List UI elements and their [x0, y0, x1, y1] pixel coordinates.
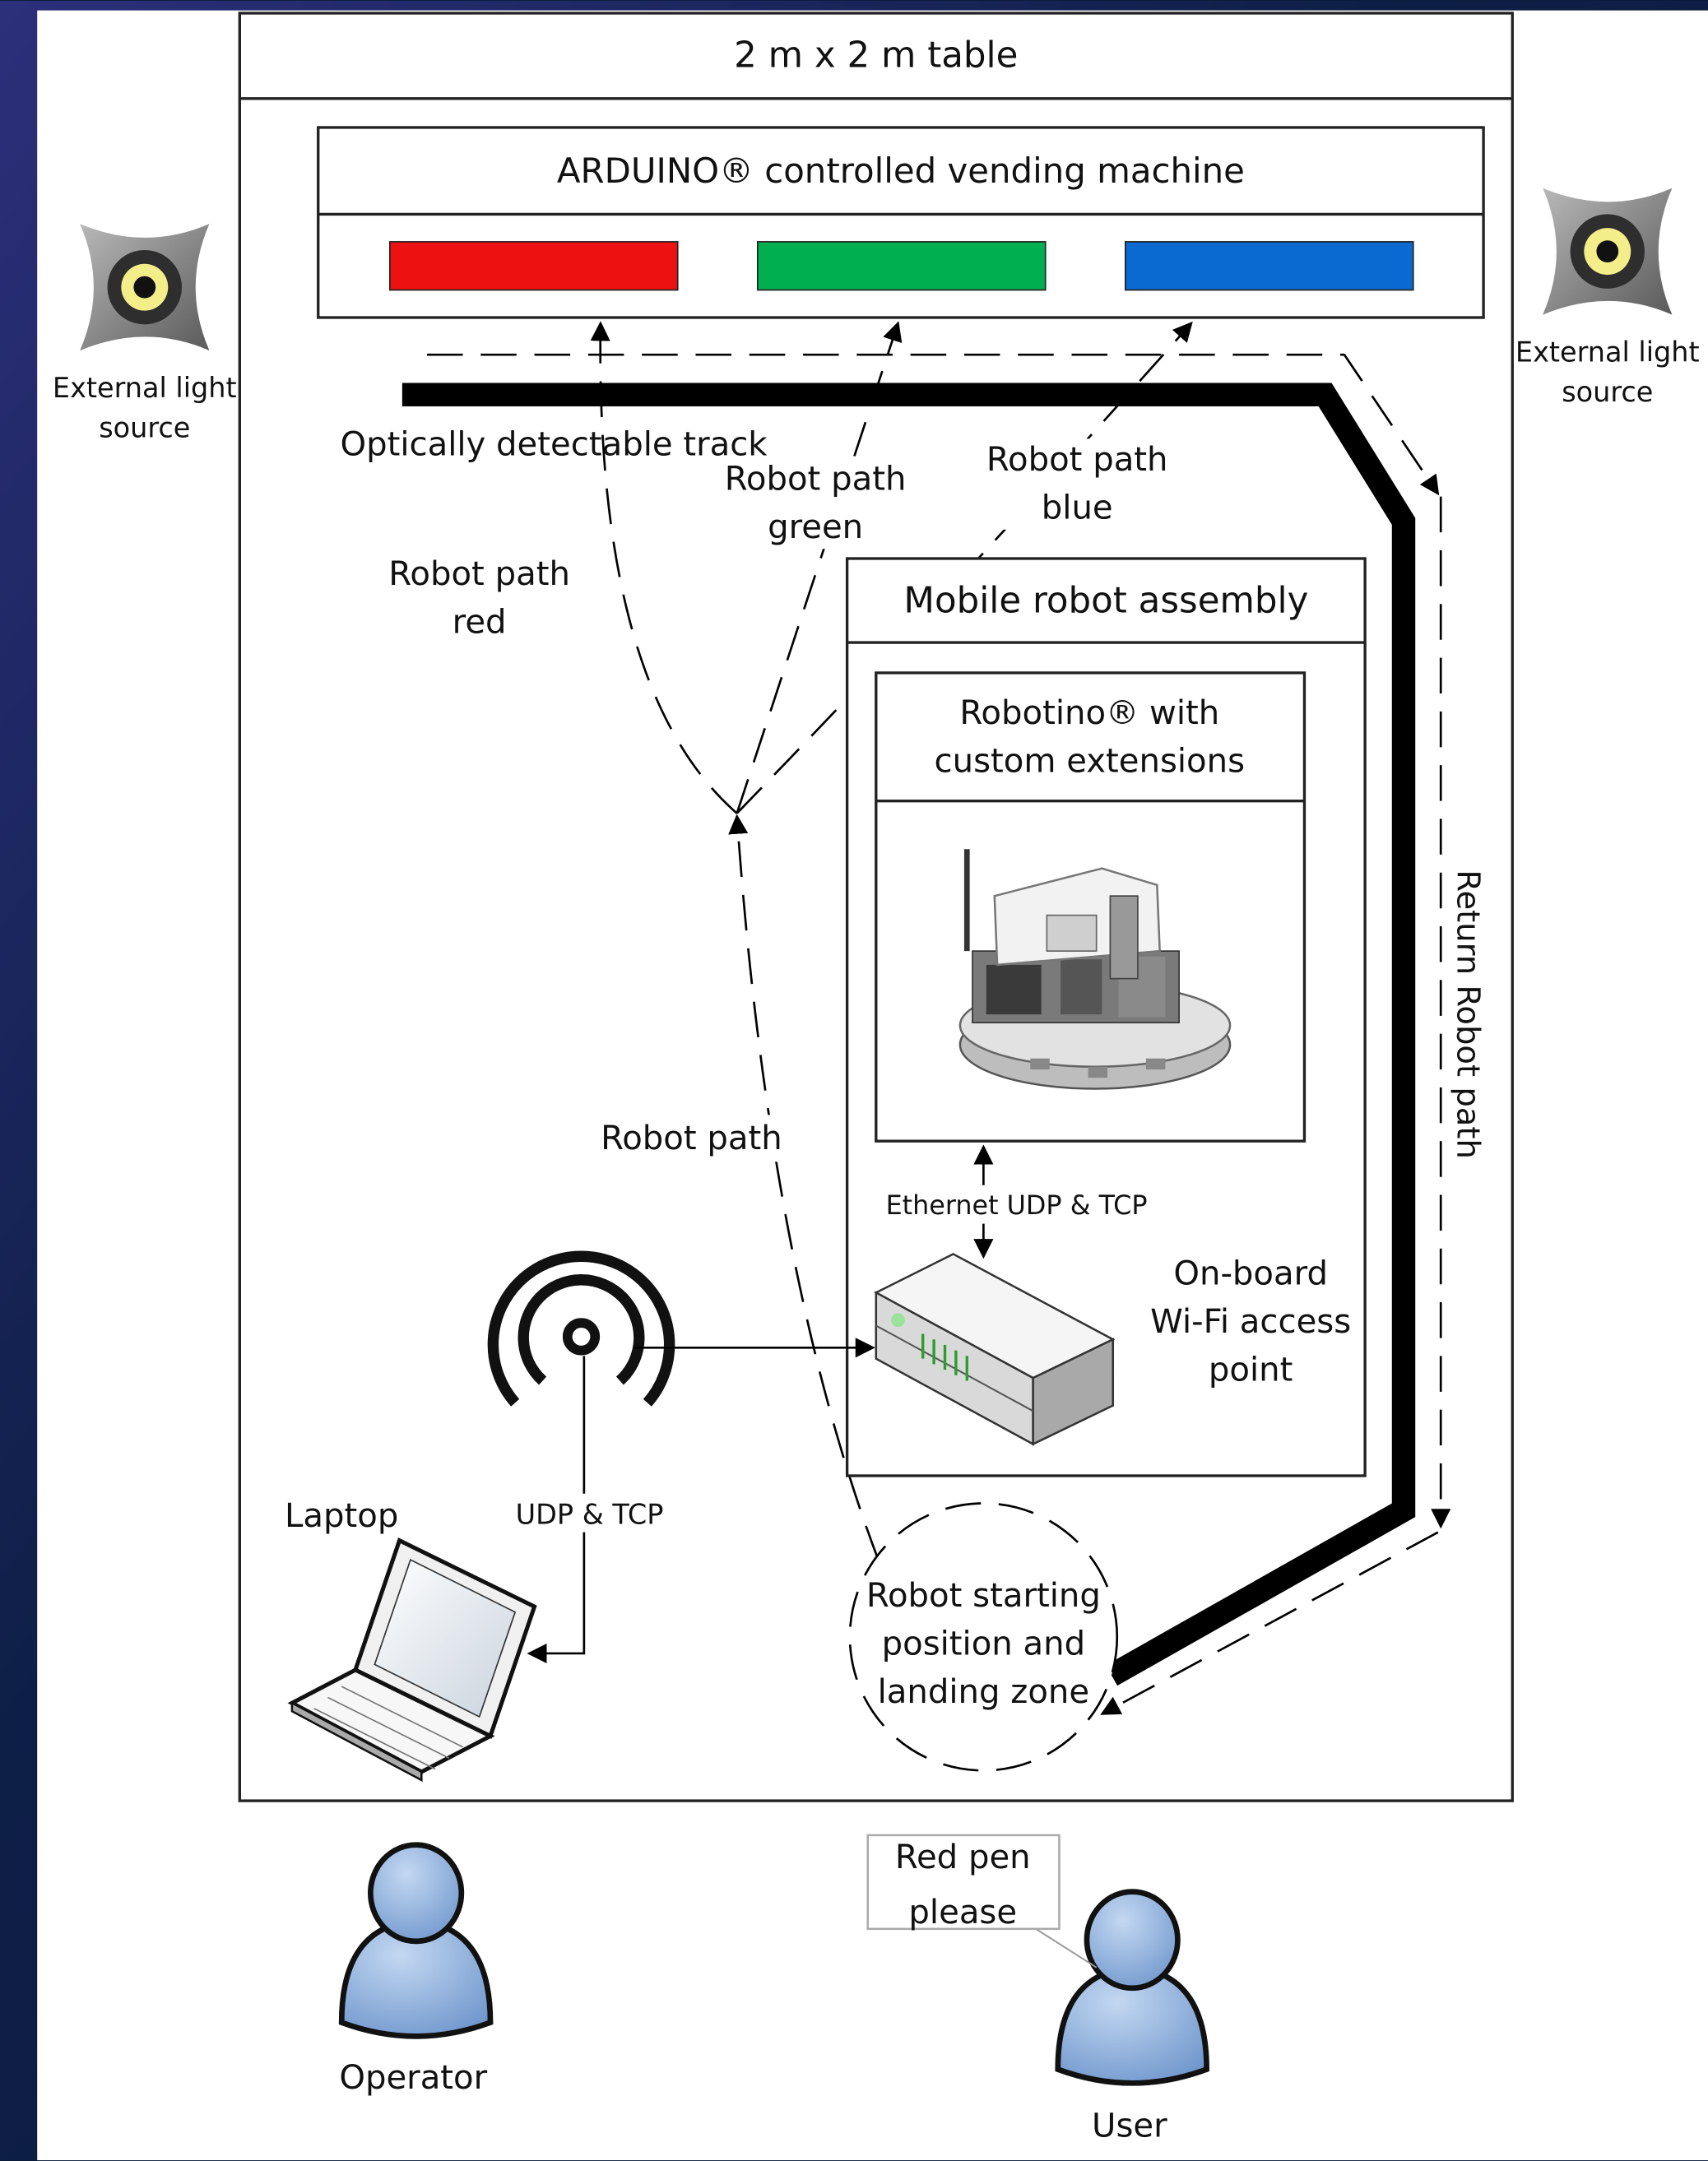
return-path-label: Return Robot path: [1449, 870, 1486, 1158]
operator-person-icon: [338, 1842, 494, 2039]
user-person-icon: [1055, 1889, 1209, 2086]
laptop-label: Laptop: [285, 1497, 398, 1535]
external-light-right: External light source: [1515, 188, 1700, 408]
light-right-line2: source: [1562, 376, 1653, 408]
vending-machine-title: ARDUINO® controlled vending machine: [557, 151, 1245, 191]
speech-line1: Red pen: [895, 1839, 1031, 1876]
label-bg: [595, 1115, 788, 1162]
robotino-line1: Robotino® with: [959, 694, 1219, 732]
path-green-line2: green: [768, 508, 863, 546]
access-point-line1: On-board: [1173, 1254, 1328, 1292]
path-red-line2: red: [453, 603, 507, 641]
ethernet-label: Ethernet UDP & TCP: [886, 1190, 1148, 1221]
label-bg: [873, 1185, 1160, 1224]
return-path: [427, 353, 1451, 1715]
light-left-line2: source: [99, 412, 190, 444]
starting-zone: [848, 1502, 1119, 1772]
path-green-line1: Robot path: [725, 460, 907, 498]
label-bg: [977, 438, 1177, 530]
label-bg: [509, 1493, 670, 1533]
light-right-line1: External light: [1515, 336, 1700, 369]
robotino-robot-icon: [958, 849, 1232, 1090]
speech-bubble: [866, 1834, 1061, 1931]
path-blue-line2: blue: [1042, 489, 1113, 526]
slot-blue: [1124, 241, 1414, 291]
operator-label: Operator: [339, 2059, 487, 2097]
lamp-icon: [1543, 188, 1673, 315]
udp-tcp-link: [527, 1356, 586, 1664]
laptop-icon: [287, 1537, 537, 1783]
access-point-icon: [874, 1253, 1116, 1446]
speech-line2: please: [908, 1894, 1017, 1931]
slot-red: [388, 241, 679, 291]
label-bg: [377, 551, 584, 640]
access-point-line2: Wi-Fi access: [1150, 1303, 1351, 1341]
robot-path-label: Robot path: [601, 1120, 782, 1157]
path-red-line1: Robot path: [388, 555, 570, 593]
start-zone-line2: position and: [882, 1625, 1085, 1663]
external-light-left: External light source: [53, 224, 237, 444]
udp-tcp-label: UDP & TCP: [516, 1499, 664, 1531]
vending-machine: ARDUINO® controlled vending machine: [317, 126, 1485, 319]
speech-pointer: [1035, 1927, 1098, 1969]
mobile-robot-title: Mobile robot assembly: [903, 580, 1308, 621]
table-title: 2 m x 2 m table: [734, 35, 1018, 76]
wireless-icon: [487, 1250, 675, 1407]
path-blue-line1: Robot path: [986, 441, 1168, 479]
start-zone-line3: landing zone: [878, 1673, 1089, 1711]
start-zone-line1: Robot starting: [866, 1577, 1101, 1615]
label-bg: [716, 457, 915, 550]
light-left-line1: External light: [53, 372, 237, 404]
track-label: Optically detectable track: [340, 425, 768, 463]
table: 2 m x 2 m table: [238, 12, 1514, 1802]
lamp-icon: [80, 224, 210, 351]
user-label: User: [1092, 2108, 1167, 2145]
mobile-robot-assembly: Mobile robot assembly Robotino® with cus…: [845, 557, 1367, 1477]
robotino-line2: custom extensions: [935, 742, 1245, 780]
slot-green: [756, 241, 1047, 291]
access-point-line3: point: [1209, 1351, 1293, 1389]
optical-track: [401, 383, 1416, 1686]
